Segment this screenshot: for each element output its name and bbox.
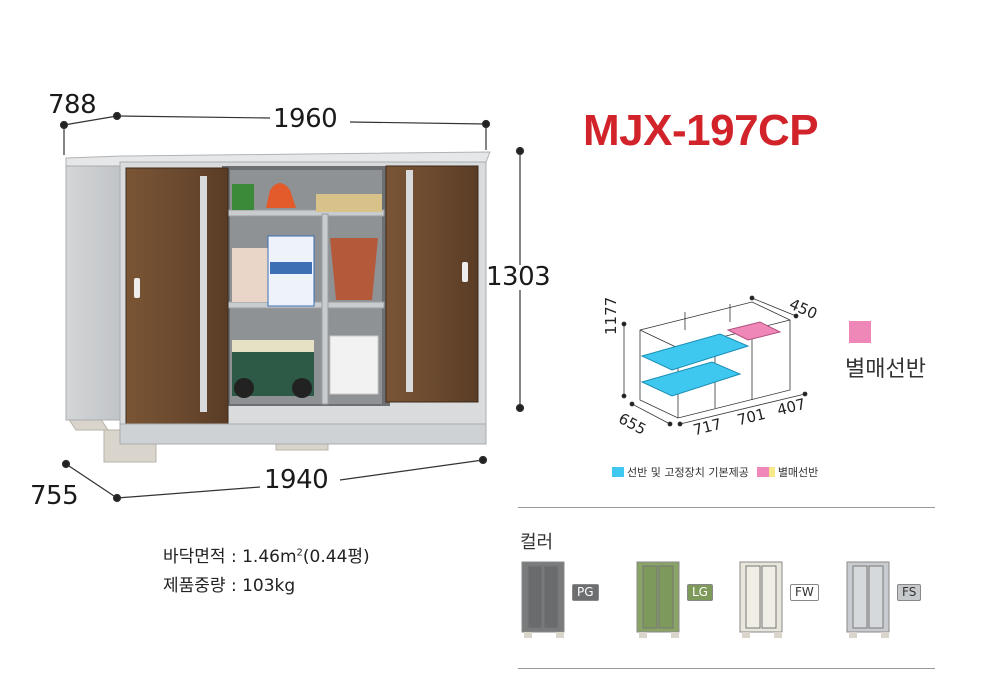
spec-floor-area: 바닥면적 : 1.46m2(0.44평) [163,547,370,567]
dim-bottom-width: 1940 [264,465,329,495]
dim-top-width: 1960 [273,104,338,134]
dim-height: 1303 [486,262,551,292]
spec-weight: 제품중량 : 103kg [163,576,296,596]
shelf-dim-height: 1177 [602,296,620,335]
color-code-badge: FS [897,584,922,601]
colors-title: 컬러 [520,532,554,553]
separate-shelf-label: 별매선반 [845,357,926,382]
dim-bottom-depth: 755 [30,481,79,511]
right-lock [462,262,468,282]
legend-included: 선반 및 고정장치 기본제공 [627,466,749,479]
color-option-pg[interactable]: PG [520,558,599,645]
separate-shelf-swatch [849,321,871,343]
model-title: MJX-197CP [583,106,819,155]
separate-swatch [756,467,769,477]
spec-value: 1.46m [242,547,297,567]
mini-shed-pg [521,561,565,638]
divider-top [518,507,935,508]
mini-shed-lg [636,561,680,638]
right-door [385,165,479,403]
left-door [125,167,229,425]
left-door-handle [200,176,207,412]
shed-left-side [65,165,125,421]
color-option-lg[interactable]: LG [635,558,713,645]
color-code-badge: LG [687,584,713,601]
included-swatch [612,467,624,477]
spec-value: 103kg [242,576,296,596]
dim-top-depth: 788 [48,90,97,120]
dimension-lines [59,111,525,503]
shelf-legend: 선반 및 고정장치 기본제공 별매선반 [612,464,818,480]
mini-shed-fs [846,561,890,638]
color-option-fw[interactable]: FW [738,558,819,645]
mini-shed-fw [739,561,783,638]
legend-separate: 별매선반 [777,466,819,479]
color-option-fs[interactable]: FS [845,558,922,645]
shelf-diagram [621,295,808,427]
right-door-handle [406,170,413,392]
color-code-badge: PG [572,584,599,601]
stored-items [232,183,382,398]
left-lock [134,278,140,298]
shed-base [119,423,487,445]
spec-label: 제품중량 [163,576,226,596]
divider-bottom [518,668,935,669]
spec-label: 바닥면적 [163,547,226,567]
color-code-badge: FW [790,584,819,601]
